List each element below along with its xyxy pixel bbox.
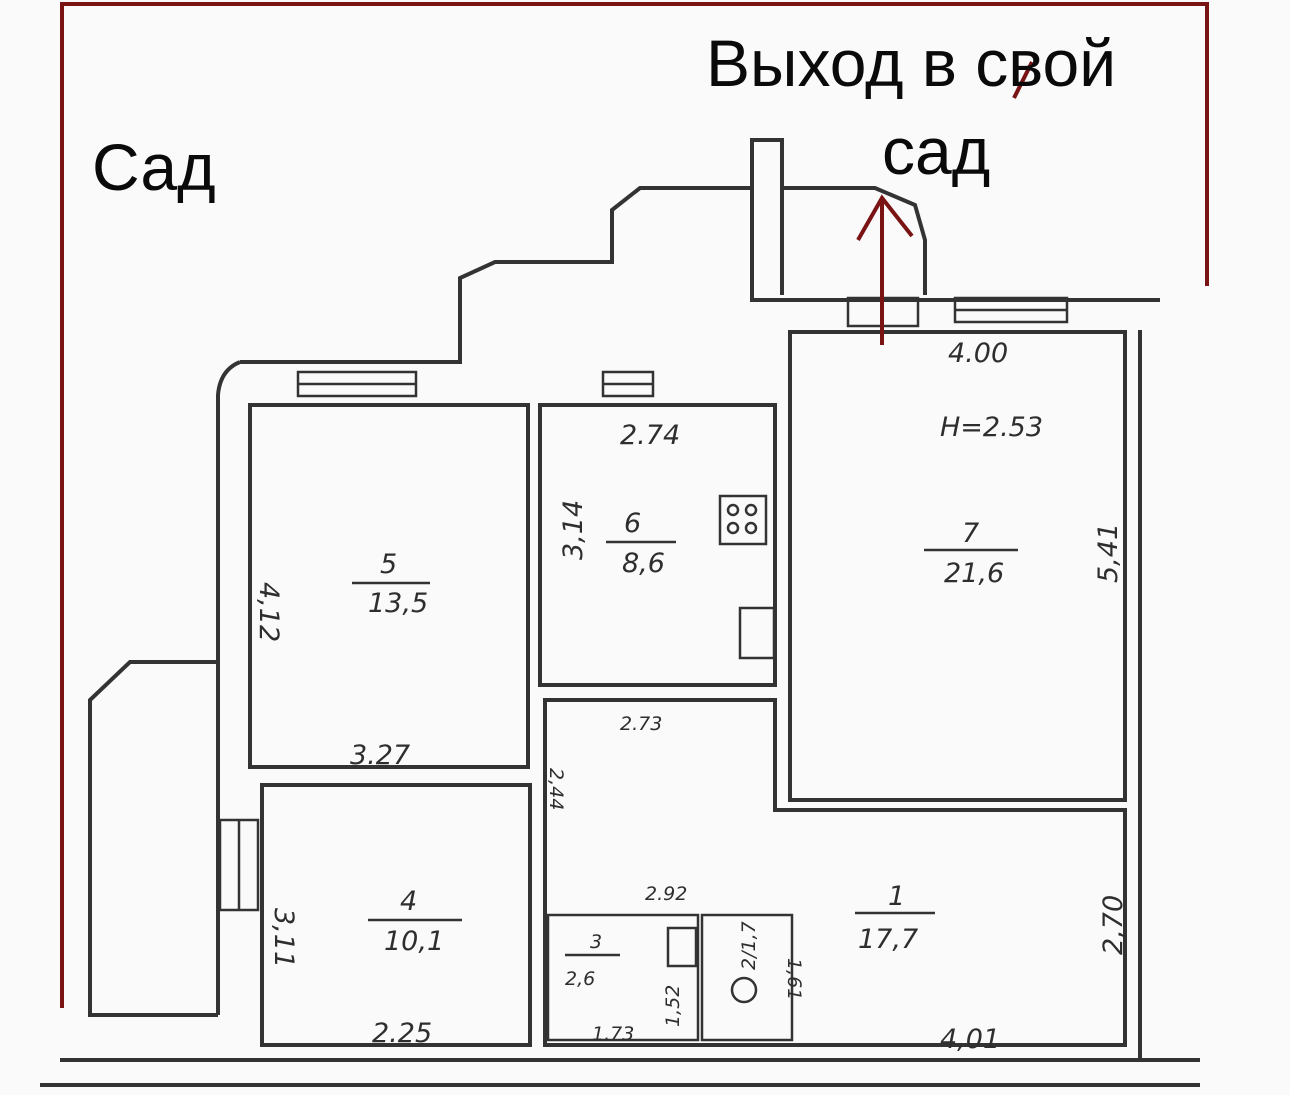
room-1-dim-c: 2.92 xyxy=(645,883,687,905)
room-2-number: 2 xyxy=(738,958,760,970)
room-7-dim-width: 4.00 xyxy=(948,338,1008,369)
room-6-number: 6 xyxy=(624,508,641,539)
windows xyxy=(218,296,1069,912)
exit-label-line2: сад xyxy=(882,114,990,188)
room-3-number: 3 xyxy=(590,931,602,953)
room-6-dim-width: 2.74 xyxy=(620,420,680,451)
bay-structure xyxy=(750,138,927,295)
room-4-area: 10,1 xyxy=(384,926,444,957)
room-5-dim-height: 4,12 xyxy=(253,582,284,642)
room-5-area: 13,5 xyxy=(368,588,428,619)
room-2-dim: 1,61 xyxy=(783,958,805,1000)
room-1-dim-b: 2,44 xyxy=(545,768,567,810)
room-4-dim-width: 2.25 xyxy=(372,1018,432,1049)
exterior-walls xyxy=(40,186,1200,1087)
room-7-number: 7 xyxy=(962,518,979,549)
room-5-number: 5 xyxy=(380,549,397,580)
room-3-dim-height: 1,52 xyxy=(662,985,684,1027)
room-3-area: 2,6 xyxy=(565,968,595,990)
kitchen-fixtures xyxy=(666,494,776,1004)
room-7-dim-height: 5,41 xyxy=(1093,523,1124,583)
room-6-dim-height: 3,14 xyxy=(558,500,589,560)
room-2-label: 2/1,7 xyxy=(738,921,760,970)
room-7-area: 21,6 xyxy=(944,558,1004,589)
room-4-number: 4 xyxy=(400,886,417,917)
ceiling-height: H=2.53 xyxy=(940,412,1043,443)
room-1-area: 17,7 xyxy=(858,924,918,955)
room-3-dim-width: 1.73 xyxy=(592,1023,634,1045)
room-6-area: 8,6 xyxy=(622,548,665,579)
garden-boundary xyxy=(60,2,1209,1008)
room-1-dim-e: 4,01 xyxy=(940,1024,1000,1055)
exit-label-line1: Выход в свой xyxy=(706,26,1116,100)
garden-label: Сад xyxy=(92,130,216,204)
room-outlines xyxy=(248,330,1127,1047)
room-4-dim-height: 3,11 xyxy=(268,908,299,968)
room-5-dim-width: 3.27 xyxy=(350,740,410,771)
room-1-dim-a: 2.73 xyxy=(620,713,662,735)
room-1-dim-d: 2,70 xyxy=(1098,895,1129,955)
room-2-area: 1,7 xyxy=(738,921,760,951)
room-1-number: 1 xyxy=(888,881,905,912)
